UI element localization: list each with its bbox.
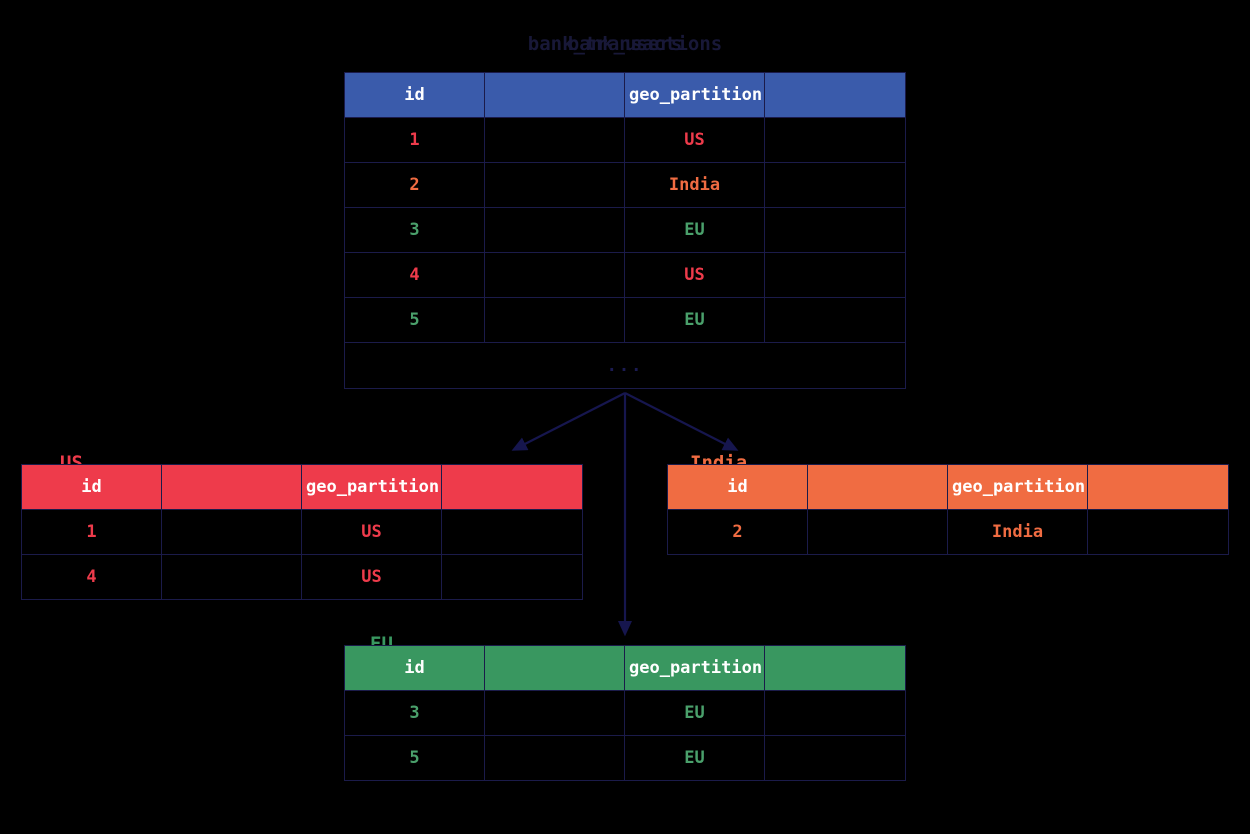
table-partition-india: id geo_partition 2 India bbox=[667, 464, 1229, 555]
column-header-blank-2 bbox=[764, 645, 906, 691]
table-header-row: id geo_partition bbox=[344, 72, 906, 118]
table-row: 5 EU bbox=[344, 297, 906, 343]
table-header-row: id geo_partition bbox=[667, 464, 1229, 510]
cell-geo-partition: EU bbox=[624, 297, 765, 343]
column-header-id: id bbox=[21, 464, 162, 510]
more-rows-indicator: ... bbox=[344, 342, 906, 389]
cell-blank-1 bbox=[161, 509, 302, 555]
table-row: 2 India bbox=[667, 509, 1229, 555]
cell-id: 5 bbox=[344, 735, 485, 781]
cell-id: 4 bbox=[21, 554, 162, 600]
column-header-blank-1 bbox=[807, 464, 948, 510]
column-header-blank-2 bbox=[764, 72, 906, 118]
cell-blank-1 bbox=[484, 690, 625, 736]
cell-id: 1 bbox=[21, 509, 162, 555]
cell-blank-1 bbox=[484, 297, 625, 343]
cell-geo-partition: EU bbox=[624, 735, 765, 781]
cell-blank-1 bbox=[484, 117, 625, 163]
cell-blank-1 bbox=[484, 207, 625, 253]
cell-geo-partition: US bbox=[301, 509, 442, 555]
cell-blank-1 bbox=[484, 252, 625, 298]
table-row: 4 US bbox=[344, 252, 906, 298]
cell-blank-2 bbox=[441, 509, 583, 555]
table-row: 4 US bbox=[21, 554, 583, 600]
column-header-geo-partition: geo_partition bbox=[624, 645, 765, 691]
cell-blank-1 bbox=[807, 509, 948, 555]
title-bank-users: bank_users bbox=[567, 33, 683, 55]
column-header-id: id bbox=[344, 645, 485, 691]
column-header-id: id bbox=[667, 464, 808, 510]
cell-blank-1 bbox=[484, 735, 625, 781]
cell-geo-partition: US bbox=[624, 117, 765, 163]
cell-geo-partition: India bbox=[947, 509, 1088, 555]
column-header-blank-1 bbox=[484, 645, 625, 691]
cell-blank-2 bbox=[764, 690, 906, 736]
column-header-blank-1 bbox=[161, 464, 302, 510]
cell-id: 3 bbox=[344, 690, 485, 736]
cell-geo-partition: EU bbox=[624, 207, 765, 253]
cell-blank-2 bbox=[441, 554, 583, 600]
table-bank-transactions: id geo_partition 1 US 2 India 3 bbox=[344, 72, 906, 389]
table-row: 5 EU bbox=[344, 735, 906, 781]
cell-blank-2 bbox=[764, 117, 906, 163]
table-row: 3 EU bbox=[344, 690, 906, 736]
cell-id: 5 bbox=[344, 297, 485, 343]
cell-id: 1 bbox=[344, 117, 485, 163]
cell-blank-2 bbox=[764, 297, 906, 343]
cell-geo-partition: India bbox=[624, 162, 765, 208]
cell-id: 3 bbox=[344, 207, 485, 253]
cell-blank-1 bbox=[484, 162, 625, 208]
cell-id: 4 bbox=[344, 252, 485, 298]
arrow-to-us-partition bbox=[511, 392, 626, 451]
table-partition-us: id geo_partition 1 US 4 US bbox=[21, 464, 583, 600]
column-header-blank-2 bbox=[441, 464, 583, 510]
column-header-geo-partition: geo_partition bbox=[301, 464, 442, 510]
table-partition-eu: id geo_partition 3 EU 5 EU bbox=[344, 645, 906, 781]
title-bank-transactions: bank_transactions bbox=[527, 33, 723, 55]
cell-id: 2 bbox=[344, 162, 485, 208]
cell-blank-2 bbox=[764, 207, 906, 253]
cell-geo-partition: EU bbox=[624, 690, 765, 736]
table-row: 1 US bbox=[344, 117, 906, 163]
cell-blank-2 bbox=[764, 162, 906, 208]
cell-blank-2 bbox=[1087, 509, 1229, 555]
diagram-title: bank_transactions bank_users bbox=[0, 33, 1250, 61]
table-header-row: id geo_partition bbox=[21, 464, 583, 510]
column-header-id: id bbox=[344, 72, 485, 118]
column-header-blank-2 bbox=[1087, 464, 1229, 510]
table-row-more: ... bbox=[344, 342, 906, 389]
table-row: 1 US bbox=[21, 509, 583, 555]
cell-blank-1 bbox=[161, 554, 302, 600]
table-row: 2 India bbox=[344, 162, 906, 208]
cell-geo-partition: US bbox=[301, 554, 442, 600]
column-header-geo-partition: geo_partition bbox=[947, 464, 1088, 510]
table-header-row: id geo_partition bbox=[344, 645, 906, 691]
column-header-blank-1 bbox=[484, 72, 625, 118]
arrow-to-india-partition bbox=[624, 392, 739, 451]
column-header-geo-partition: geo_partition bbox=[624, 72, 765, 118]
cell-geo-partition: US bbox=[624, 252, 765, 298]
table-row: 3 EU bbox=[344, 207, 906, 253]
cell-blank-2 bbox=[764, 252, 906, 298]
cell-id: 2 bbox=[667, 509, 808, 555]
cell-blank-2 bbox=[764, 735, 906, 781]
